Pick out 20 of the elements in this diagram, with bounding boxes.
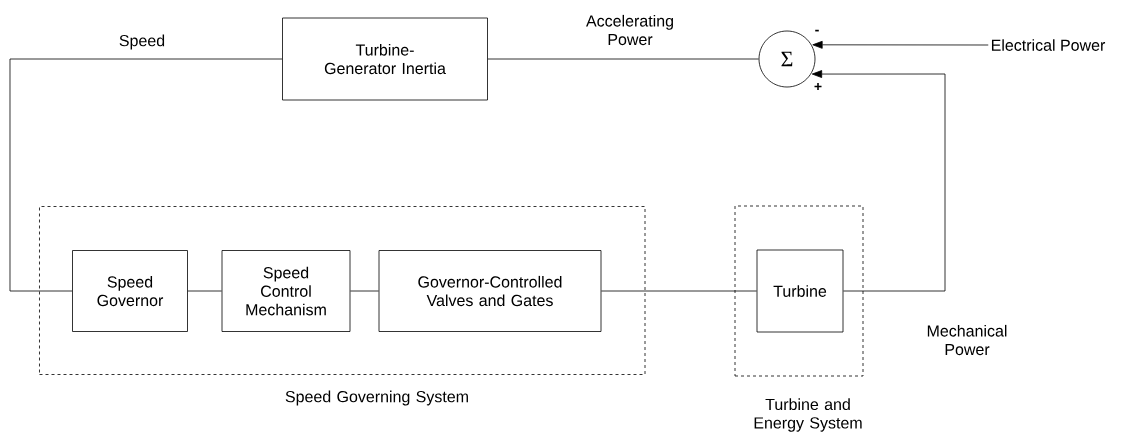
connector (487, 58, 759, 60)
connector (187, 290, 222, 292)
node-label: Speed Governing System (285, 390, 468, 406)
sign-label: - (815, 29, 819, 32)
block-box: Speed Control Mechanism (221, 250, 351, 332)
node-label: Turbine and Energy System (754, 398, 862, 432)
connector (350, 290, 379, 292)
connector (811, 70, 946, 292)
edge-label: Accelerating Power (586, 14, 673, 46)
sign-label: + (814, 82, 822, 90)
signal-label: Electrical Power (991, 39, 1106, 51)
block-box: Governor-Controlled Valves and Gates (378, 250, 602, 332)
edge-label: Speed (119, 34, 165, 50)
block-box: Turbine-Generator Inertia (282, 17, 488, 101)
block-box: Turbine (756, 249, 844, 333)
connector (601, 290, 757, 292)
connector (9, 58, 283, 292)
connector (812, 40, 989, 49)
edge-label: Mechanical Power (927, 324, 1007, 356)
block-box: Speed Governor (72, 250, 188, 332)
